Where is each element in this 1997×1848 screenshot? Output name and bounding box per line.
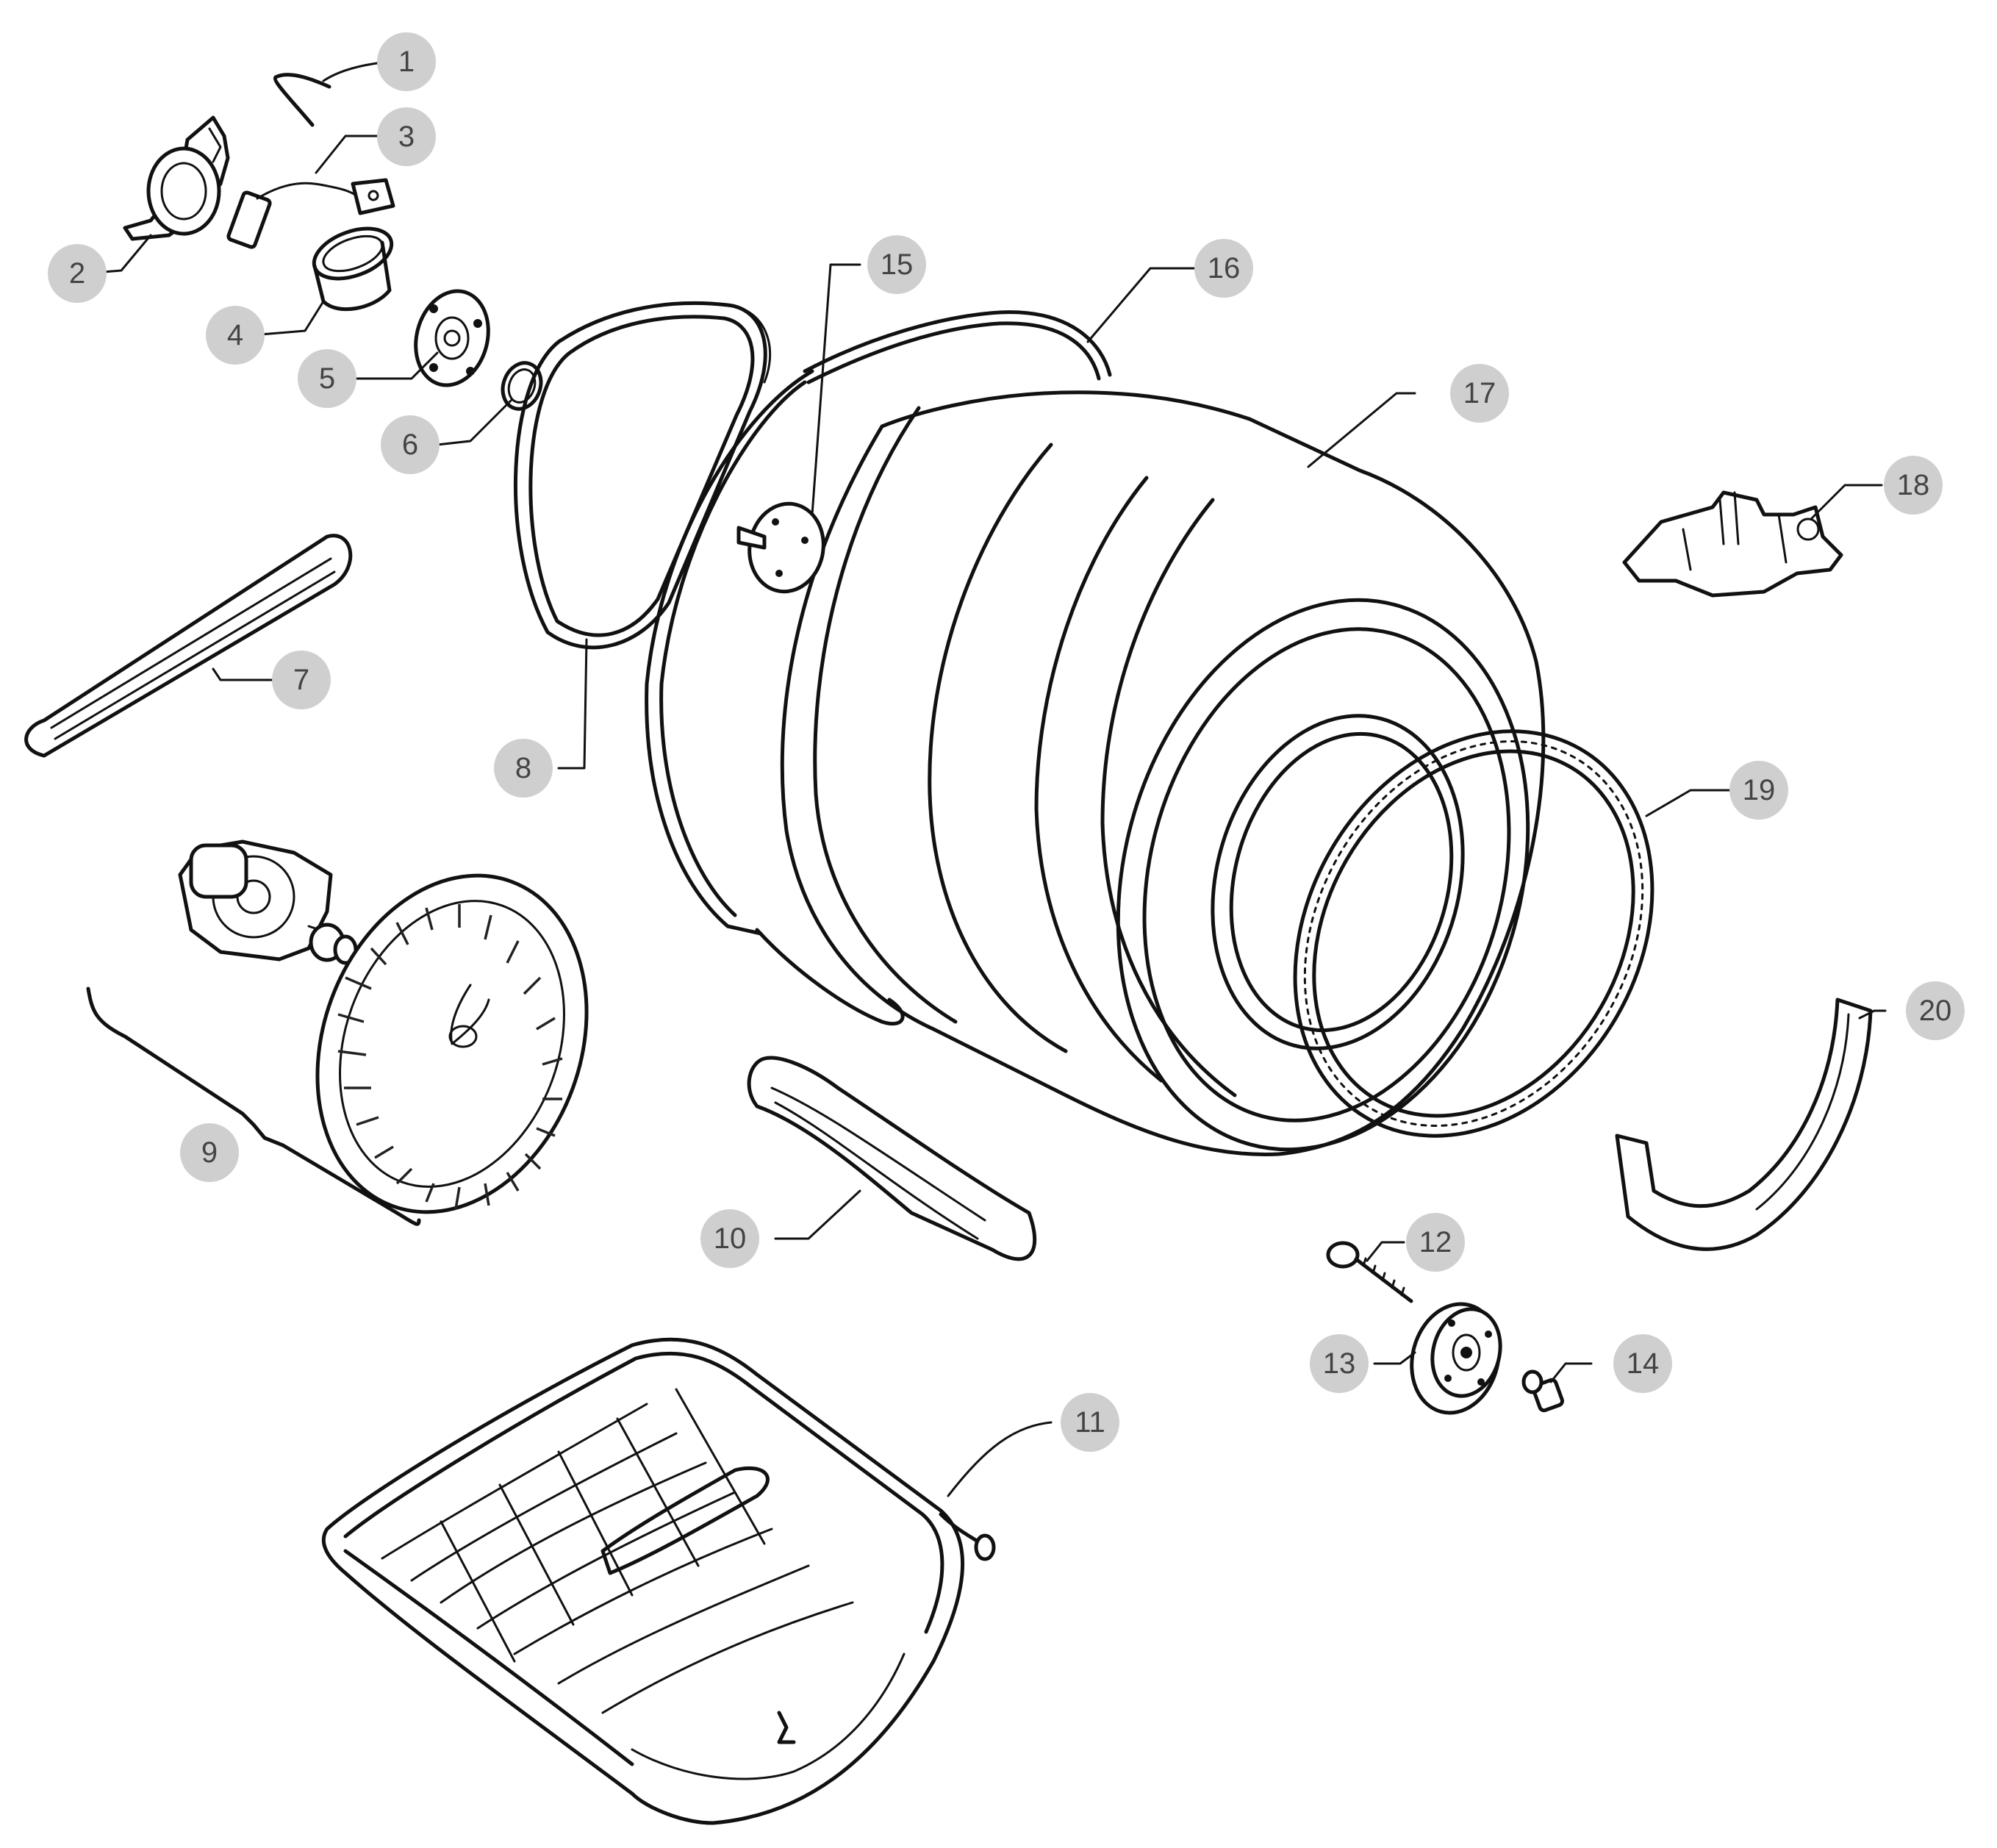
callout-label: 4 (227, 319, 243, 351)
callout-label: 18 (1897, 469, 1930, 501)
callout-7: 7 (272, 651, 331, 709)
callout-17: 17 (1450, 364, 1509, 423)
part-13-drum-roller (1410, 1302, 1502, 1415)
part-8-front-drum-seal (513, 301, 772, 650)
callout-19: 19 (1729, 761, 1788, 820)
part-3-ground-wire (226, 178, 395, 249)
callout-label: 10 (714, 1222, 747, 1255)
callout-label: 7 (293, 664, 309, 696)
part-1-wire-clip (273, 73, 331, 127)
callout-label: 14 (1627, 1347, 1660, 1380)
callout-10: 10 (700, 1209, 759, 1268)
callout-2: 2 (48, 244, 107, 303)
callout-6: 6 (381, 415, 440, 474)
callout-label: 17 (1463, 377, 1496, 409)
part-19-front-seal (1293, 729, 1654, 1138)
callout-label: 13 (1323, 1347, 1356, 1380)
part-10-drum-baffle (747, 1056, 1037, 1261)
callout-15: 15 (867, 235, 926, 294)
callout-11: 11 (1061, 1393, 1119, 1452)
callout-label: 15 (881, 248, 914, 281)
callout-label: 8 (515, 752, 531, 784)
callout-label: 1 (398, 46, 415, 78)
callout-label: 5 (319, 362, 335, 395)
callout-20: 20 (1906, 981, 1965, 1040)
callout-16: 16 (1194, 239, 1253, 298)
leader-lines (101, 61, 1887, 1497)
callout-label: 19 (1743, 774, 1776, 806)
callout-8: 8 (494, 739, 553, 798)
part-20-glide-strip (1615, 998, 1873, 1251)
callout-label: 20 (1919, 995, 1952, 1027)
callout-3: 3 (377, 107, 436, 166)
part-9-blower-assembly (86, 839, 589, 1226)
callout-18: 18 (1884, 456, 1943, 515)
callout-label: 12 (1419, 1226, 1452, 1258)
callout-label: 11 (1075, 1406, 1105, 1439)
callout-label: 6 (402, 429, 418, 461)
part-2-bearing-bracket (123, 115, 230, 241)
callout-label: 9 (201, 1136, 218, 1169)
part-15-drum-shaft-plate (736, 501, 825, 594)
callout-13: 13 (1310, 1334, 1369, 1393)
callout-12: 12 (1406, 1213, 1465, 1272)
part-12-screw (1326, 1241, 1413, 1303)
callout-4: 4 (206, 306, 265, 365)
callout-5: 5 (298, 349, 356, 408)
part-6-snap-ring (501, 361, 543, 411)
part-7-drive-belt (24, 534, 353, 758)
part-14-roller-pin (1521, 1369, 1565, 1413)
callout-9: 9 (180, 1123, 239, 1182)
callout-1: 1 (377, 32, 436, 91)
callout-label: 3 (398, 121, 415, 153)
callout-label: 16 (1208, 252, 1241, 284)
part-18-bracket (1622, 490, 1843, 598)
part-11-drum-support-tray (321, 1337, 996, 1825)
callout-14: 14 (1613, 1334, 1672, 1393)
callout-label: 2 (69, 257, 85, 290)
part-4-bearing-ring (312, 226, 394, 312)
part-5-drum-hub (414, 289, 490, 387)
